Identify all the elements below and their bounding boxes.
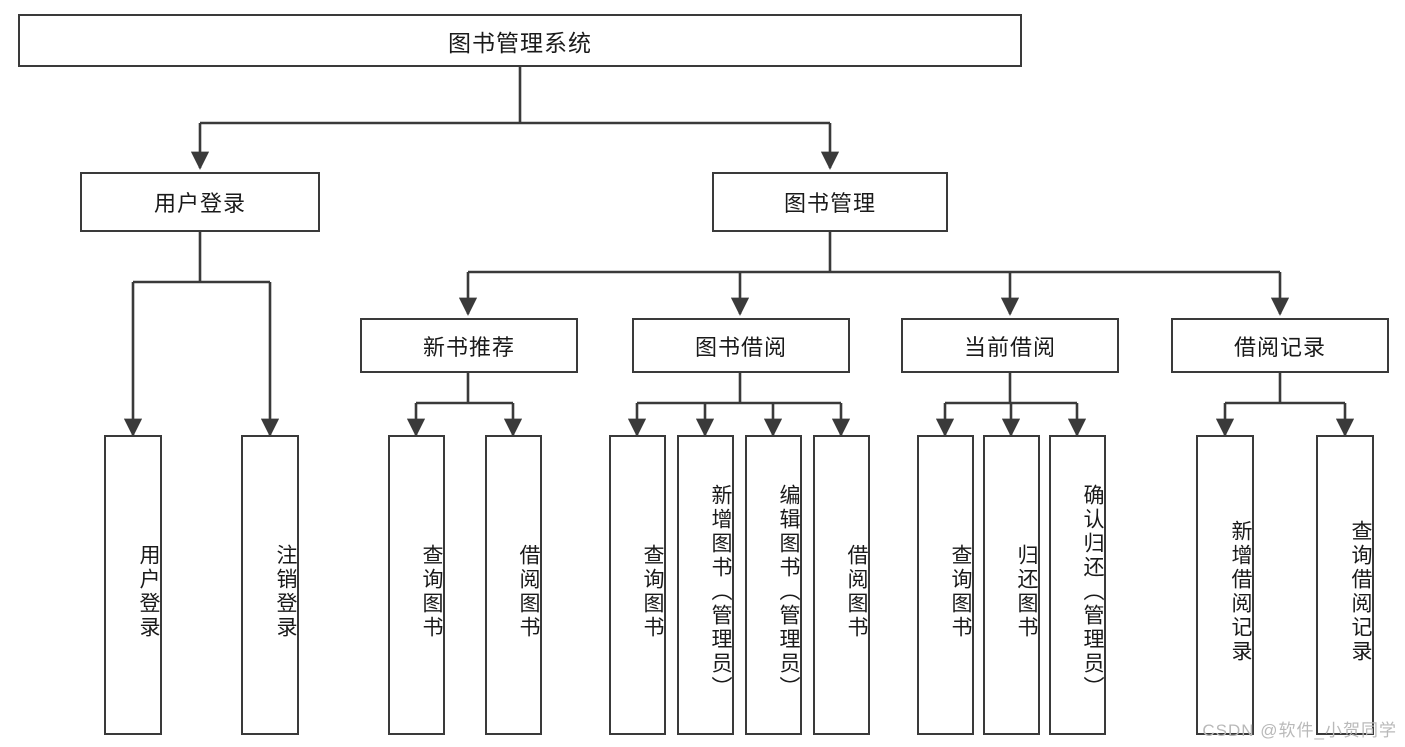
node-leaf-borrow-book-2[interactable]: 借阅图书 (813, 435, 870, 735)
node-current-borrow-label: 当前借阅 (963, 334, 1056, 360)
node-leaf-logout-label: 注销登录 (274, 544, 297, 640)
node-book-management[interactable]: 图书管理 (712, 172, 948, 232)
node-leaf-add-book-label: 新增图书（管理员） (709, 484, 732, 700)
node-leaf-query-record[interactable]: 查询借阅记录 (1316, 435, 1374, 735)
node-borrow-record-label: 借阅记录 (1233, 334, 1326, 360)
node-leaf-borrow-book-1[interactable]: 借阅图书 (485, 435, 542, 735)
node-leaf-add-book[interactable]: 新增图书（管理员） (677, 435, 734, 735)
node-book-borrow[interactable]: 图书借阅 (632, 318, 850, 373)
node-leaf-borrow-book-2-label: 借阅图书 (845, 544, 868, 640)
node-leaf-confirm-return-label: 确认归还（管理员） (1081, 484, 1104, 700)
node-leaf-query-book-2-label: 查询图书 (641, 544, 664, 640)
node-leaf-add-record[interactable]: 新增借阅记录 (1196, 435, 1254, 735)
node-current-borrow[interactable]: 当前借阅 (901, 318, 1119, 373)
node-leaf-add-record-label: 新增借阅记录 (1229, 520, 1252, 664)
node-leaf-borrow-book-1-label: 借阅图书 (517, 544, 540, 640)
node-root-label: 图书管理系统 (448, 29, 592, 56)
node-new-book-recommend-label: 新书推荐 (422, 334, 515, 360)
node-leaf-user-login-label: 用户登录 (137, 544, 160, 640)
node-leaf-query-book-3-label: 查询图书 (949, 544, 972, 640)
node-leaf-edit-book[interactable]: 编辑图书（管理员） (745, 435, 802, 735)
node-user-login-label: 用户登录 (153, 191, 246, 216)
watermark-text: CSDN @软件_小贺同学 (1202, 721, 1397, 740)
node-new-book-recommend[interactable]: 新书推荐 (360, 318, 578, 373)
node-leaf-confirm-return[interactable]: 确认归还（管理员） (1049, 435, 1106, 735)
node-leaf-logout[interactable]: 注销登录 (241, 435, 299, 735)
node-user-login[interactable]: 用户登录 (80, 172, 320, 232)
node-leaf-return-book-label: 归还图书 (1015, 544, 1038, 640)
node-leaf-user-login[interactable]: 用户登录 (104, 435, 162, 735)
node-root[interactable]: 图书管理系统 (18, 14, 1022, 67)
node-leaf-query-record-label: 查询借阅记录 (1349, 520, 1372, 664)
node-borrow-record[interactable]: 借阅记录 (1171, 318, 1389, 373)
node-leaf-query-book-1[interactable]: 查询图书 (388, 435, 445, 735)
node-leaf-query-book-2[interactable]: 查询图书 (609, 435, 666, 735)
node-leaf-query-book-1-label: 查询图书 (420, 544, 443, 640)
node-book-borrow-label: 图书借阅 (694, 334, 787, 360)
node-leaf-query-book-3[interactable]: 查询图书 (917, 435, 974, 735)
node-book-management-label: 图书管理 (783, 191, 876, 216)
node-leaf-return-book[interactable]: 归还图书 (983, 435, 1040, 735)
node-leaf-edit-book-label: 编辑图书（管理员） (777, 484, 800, 700)
